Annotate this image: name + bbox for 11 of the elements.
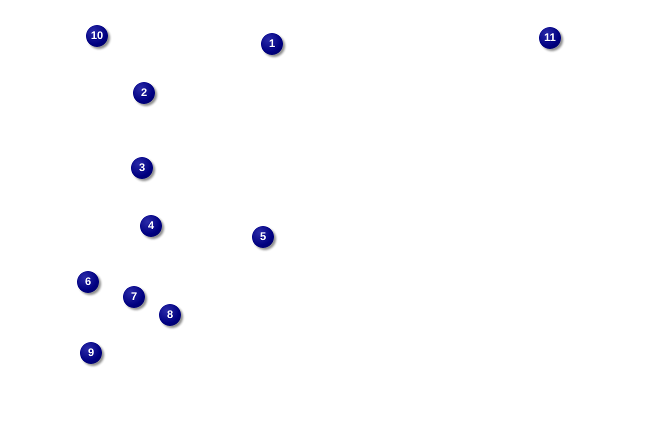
callout-number: 4 <box>140 215 162 237</box>
callout-number: 5 <box>252 226 274 248</box>
callout-number: 2 <box>133 82 155 104</box>
callout-number: 7 <box>123 286 145 308</box>
callout-number: 10 <box>86 25 108 47</box>
callout-number: 6 <box>77 271 99 293</box>
callout-number: 8 <box>159 304 181 326</box>
callout-number: 3 <box>131 157 153 179</box>
callout-number: 9 <box>80 342 102 364</box>
callout-number: 11 <box>539 27 561 49</box>
callout-number: 1 <box>261 33 283 55</box>
